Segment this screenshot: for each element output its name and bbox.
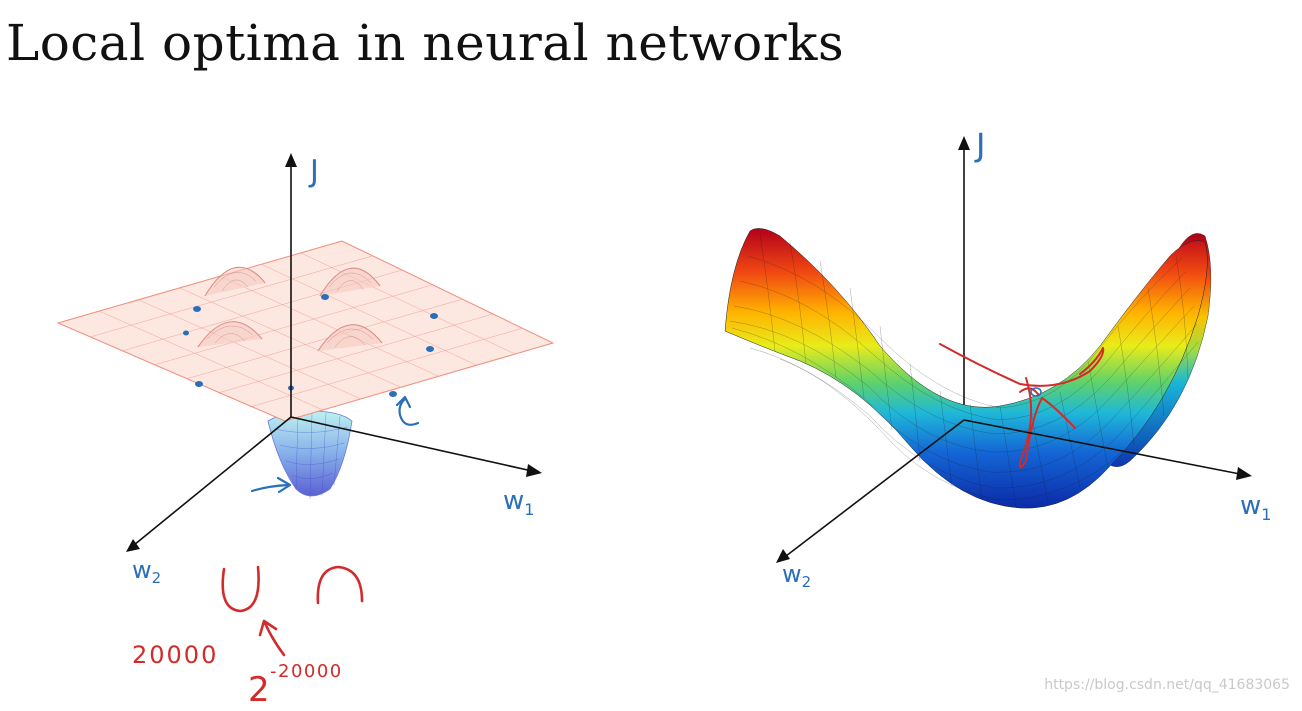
- slide-title: Local optima in neural networks: [6, 14, 845, 72]
- probability-expression: 2 -20000: [248, 661, 343, 710]
- saddle-mesh-lines: [729, 233, 1199, 507]
- dimension-count: 20000: [132, 641, 218, 669]
- left-axis-w2-label: w2: [132, 556, 161, 587]
- saddle-front-surface: [724, 228, 1208, 509]
- right-axis-w1-label: w1: [1240, 491, 1271, 524]
- local-optimum-dot: [193, 306, 201, 312]
- convex-cup-sketch: [221, 565, 260, 613]
- saddle-point-surface-plot: J w1 w2: [724, 126, 1271, 591]
- right-axis-w2-label: w2: [782, 560, 811, 591]
- wireframe-plane: [56, 240, 555, 422]
- source-watermark: https://blog.csdn.net/qq_41683065: [1044, 677, 1290, 693]
- left-axis-j-label: J: [308, 154, 319, 189]
- left-axes: [126, 153, 542, 552]
- surface-bump-fill: [198, 267, 382, 351]
- local-optimum-dot: [389, 391, 397, 397]
- probability-base: 2: [248, 670, 270, 710]
- arrow-to-global-minimum: [250, 476, 292, 494]
- right-axis-j-label: J: [974, 126, 985, 164]
- local-optimum-dot: [426, 346, 434, 352]
- local-optima-surface-plot: J w1 w2: [56, 153, 555, 587]
- local-optima-markers: [183, 294, 438, 397]
- saddle-point-marker: [1030, 387, 1042, 397]
- bump-shading-lines: [206, 272, 374, 348]
- saddle-point-trajectory: [939, 343, 1105, 469]
- left-axis-w1-label: w1: [503, 486, 534, 519]
- wireframe-mesh-lines: [57, 240, 554, 422]
- local-optimum-dot: [195, 381, 203, 387]
- local-optimum-dot: [183, 330, 189, 336]
- concave-cap-sketch: [316, 565, 364, 605]
- handwritten-annotations: 20000 2 -20000: [132, 565, 364, 710]
- probability-exponent: -20000: [270, 661, 343, 682]
- local-optimum-dot: [430, 313, 438, 319]
- local-optimum-dot: [321, 294, 329, 300]
- arrow-up-to-cup: [258, 619, 286, 657]
- arrow-to-local-optimum: [395, 395, 420, 426]
